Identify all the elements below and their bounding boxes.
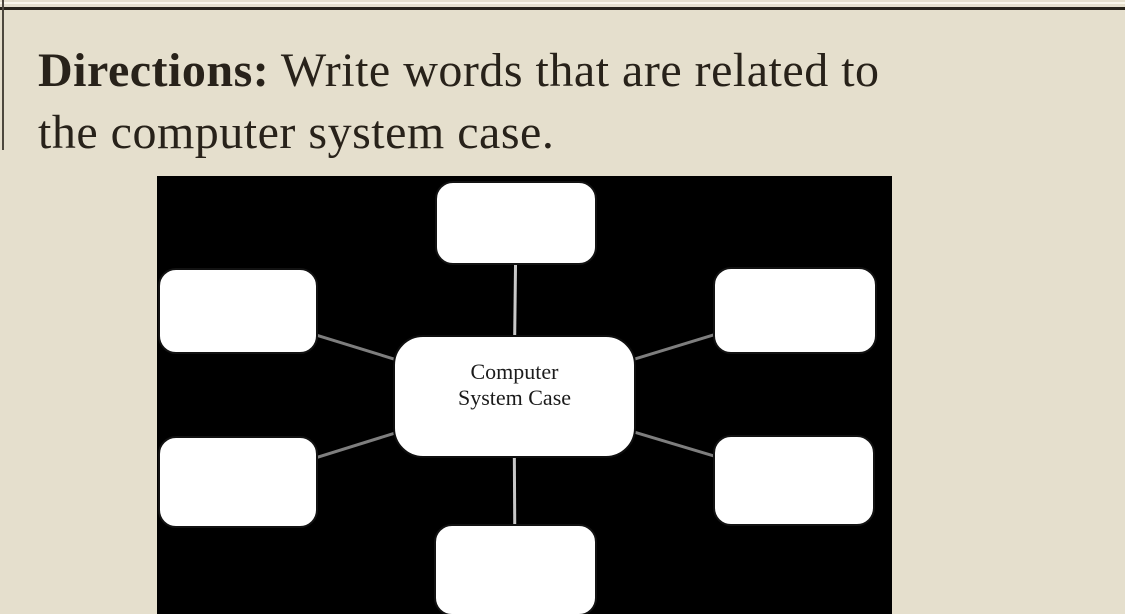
- top-rule-line: [0, 7, 1125, 10]
- center-node-label-line1: Computer: [470, 359, 559, 384]
- directions-text-line1: Write words that are related to: [280, 44, 880, 97]
- left-rule-line: [2, 0, 4, 150]
- concept-map: Computer System Case: [157, 176, 892, 614]
- directions-label: Directions:: [38, 44, 270, 97]
- empty-node-bottom-right[interactable]: [713, 435, 875, 526]
- empty-node-top-left[interactable]: [158, 268, 318, 354]
- top-highlight-line: [0, 2, 1125, 4]
- directions-text-line2: the computer system case.: [38, 106, 555, 159]
- empty-node-top-right[interactable]: [713, 267, 877, 354]
- directions-heading-line1: Directions: Write words that are related…: [38, 40, 880, 102]
- empty-node-bottom[interactable]: [434, 524, 597, 614]
- center-node[interactable]: Computer System Case: [393, 335, 636, 458]
- directions-heading: Directions: Write words that are related…: [38, 40, 880, 164]
- center-node-label-line2: System Case: [457, 385, 572, 410]
- empty-node-bottom-left[interactable]: [158, 436, 318, 528]
- empty-node-top[interactable]: [435, 181, 597, 265]
